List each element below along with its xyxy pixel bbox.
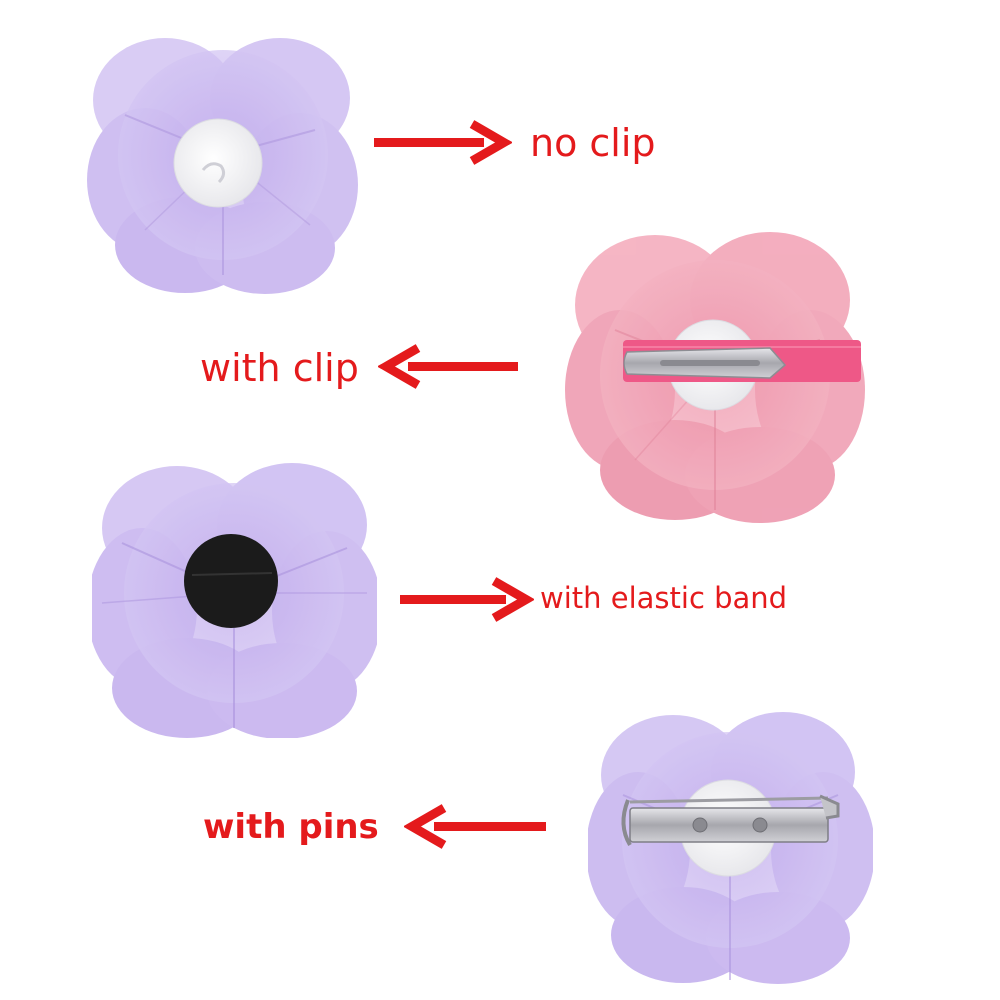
label-no-clip: no clip	[530, 121, 656, 165]
label-with-clip: with clip	[200, 346, 359, 390]
arrow-left-icon	[378, 344, 518, 389]
label-with-pins: with pins	[203, 807, 379, 847]
brooch-pin-icon	[621, 794, 840, 847]
label-with-elastic-band: with elastic band	[540, 581, 788, 615]
lavender-flower-with-elastic-band	[92, 463, 377, 738]
lavender-flower-with-pins	[588, 712, 873, 984]
pink-flower-with-clip	[565, 232, 865, 523]
arrow-left-icon	[404, 804, 546, 849]
arrow-right-icon	[374, 120, 512, 165]
lavender-flower-no-clip	[87, 38, 358, 294]
hair-clip-icon	[623, 340, 861, 382]
arrow-right-icon	[400, 577, 534, 622]
